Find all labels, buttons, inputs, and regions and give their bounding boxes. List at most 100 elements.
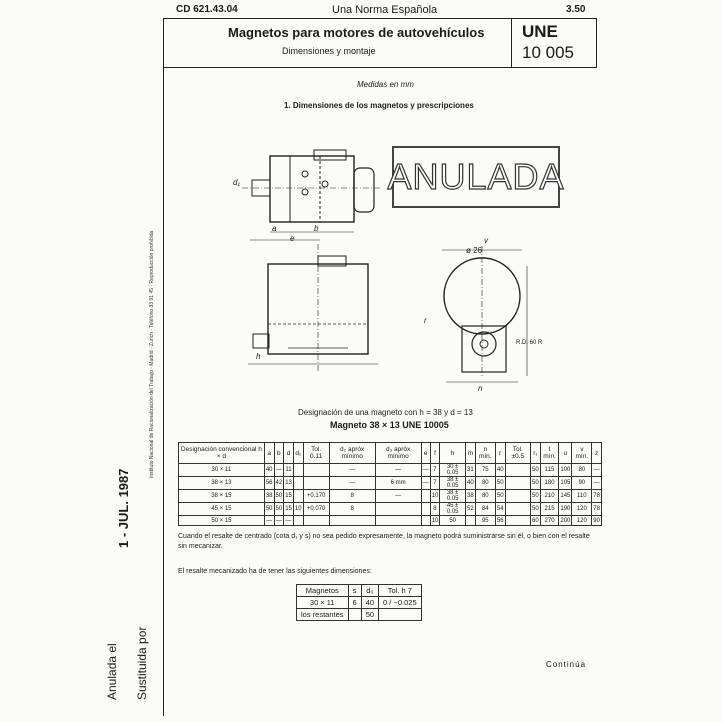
table-header-cell: Magnetos bbox=[296, 584, 349, 597]
table-header-cell: r₁ bbox=[530, 442, 541, 464]
table-cell: — bbox=[591, 463, 602, 477]
header-box: Magnetos para motores de autovehículos D… bbox=[163, 18, 597, 68]
table-cell: 40 bbox=[494, 463, 506, 477]
label-e: e bbox=[290, 234, 295, 243]
table-cell: 52 bbox=[465, 502, 476, 516]
left-border bbox=[163, 66, 164, 716]
table-cell: 90 bbox=[591, 515, 602, 526]
table-cell: 50 bbox=[263, 502, 275, 516]
table-cell: los restantes bbox=[296, 608, 349, 621]
norma-label: Una Norma Española bbox=[332, 4, 438, 16]
table-header-cell: n mín. bbox=[474, 442, 496, 464]
table-cell: 8 bbox=[429, 502, 441, 516]
table-cell: 180 bbox=[539, 476, 560, 490]
table-cell: +0.170 bbox=[302, 489, 330, 503]
table-cell: 50 bbox=[530, 502, 541, 516]
table-cell: 10 bbox=[429, 489, 441, 503]
table-cell bbox=[374, 502, 422, 516]
magneto-side-drawing bbox=[242, 149, 380, 241]
table-cell: 31 bbox=[465, 463, 476, 477]
table-cell bbox=[504, 463, 532, 477]
table-cell: 7 bbox=[429, 476, 441, 490]
table-cell: 84 bbox=[474, 502, 496, 516]
table-cell bbox=[302, 463, 330, 477]
label-a: a bbox=[272, 224, 277, 233]
table-cell: 13 bbox=[283, 476, 294, 490]
table-cell: 0 / −0.025 bbox=[378, 596, 422, 609]
table-row: los restantes 50 bbox=[296, 608, 422, 621]
table-header-cell: d₁ bbox=[292, 442, 304, 464]
table-header-cell: d₂ apróx mínimo bbox=[328, 442, 376, 464]
table-cell: — bbox=[328, 476, 376, 490]
table-cell: 50 bbox=[530, 463, 541, 477]
table-cell: 145 bbox=[558, 489, 573, 503]
table-cell: 54 bbox=[494, 502, 506, 516]
table-cell bbox=[292, 489, 304, 503]
table-cell bbox=[420, 489, 431, 503]
table-cell: 50 bbox=[530, 489, 541, 503]
table-cell bbox=[292, 515, 304, 526]
table-cell: 210 bbox=[539, 489, 560, 503]
table-cell: — bbox=[374, 489, 422, 503]
table-cell bbox=[292, 476, 304, 490]
table-cell: — bbox=[328, 463, 376, 477]
table-header-cell: Designación convencional h × d bbox=[178, 442, 265, 464]
magneto-end-drawing bbox=[442, 246, 528, 383]
table-header-cell: d₀ bbox=[360, 584, 380, 597]
table-cell: 38 ± 0.05 bbox=[439, 476, 467, 490]
table-cell bbox=[465, 515, 476, 526]
table-cell: 190 bbox=[558, 502, 573, 516]
table-cell: 6 bbox=[347, 596, 362, 609]
table-cell: 45 ± 0.05 bbox=[439, 502, 467, 516]
label-r: r bbox=[424, 316, 427, 325]
table-cell: 38 bbox=[465, 489, 476, 503]
table-cell: 75 bbox=[474, 463, 496, 477]
label-n: n bbox=[478, 384, 483, 393]
label-h: h bbox=[256, 352, 261, 361]
table-cell bbox=[420, 502, 431, 516]
table-cell: 30 ± 0.05 bbox=[439, 463, 467, 477]
cd-code: CD 621.43.04 bbox=[176, 4, 238, 15]
table-cell: 120 bbox=[571, 502, 593, 516]
table-cell bbox=[292, 463, 304, 477]
table-cell: 42 bbox=[273, 476, 285, 490]
table-header-cell: v mín. bbox=[571, 442, 593, 464]
handwritten-date: 1 - JUL. 1987 bbox=[116, 468, 131, 549]
table-cell: 270 bbox=[539, 515, 560, 526]
table-cell: 50 bbox=[360, 608, 380, 621]
table-cell: 90 bbox=[571, 476, 593, 490]
table-cell bbox=[302, 515, 330, 526]
table-cell bbox=[328, 515, 376, 526]
table-header-cell: Tol. ±0.5 bbox=[504, 442, 532, 464]
table-header-cell: t mín. bbox=[539, 442, 560, 464]
sustituida-por-label: Sustituida por bbox=[135, 626, 149, 700]
units-note: Medidas en mm bbox=[357, 80, 414, 89]
table-cell: 38 bbox=[263, 489, 275, 503]
table-cell: 38 × 13 bbox=[178, 476, 265, 490]
table-header-cell: z bbox=[591, 442, 602, 464]
label-d1: d₁ bbox=[233, 178, 240, 187]
table-header-cell: b bbox=[273, 442, 285, 464]
table-cell: — bbox=[263, 515, 275, 526]
table-cell: 50 bbox=[530, 476, 541, 490]
table-cell: — bbox=[273, 463, 285, 477]
table-cell: 50 × 15 bbox=[178, 515, 265, 526]
table-cell bbox=[504, 502, 532, 516]
title-box: Magnetos para motores de autovehículos D… bbox=[164, 19, 512, 67]
label-b: b bbox=[314, 224, 319, 233]
table-cell: — bbox=[420, 463, 431, 477]
table-cell: 80 bbox=[571, 463, 593, 477]
table-cell: 10 bbox=[429, 515, 441, 526]
table-cell: 45 × 15 bbox=[178, 502, 265, 516]
table-cell bbox=[347, 608, 362, 621]
une-number: 10 005 bbox=[522, 43, 574, 62]
table-cell: 120 bbox=[571, 515, 593, 526]
table-cell: — bbox=[374, 463, 422, 477]
table-header-cell: d₃ apróx mínimo bbox=[374, 442, 422, 464]
